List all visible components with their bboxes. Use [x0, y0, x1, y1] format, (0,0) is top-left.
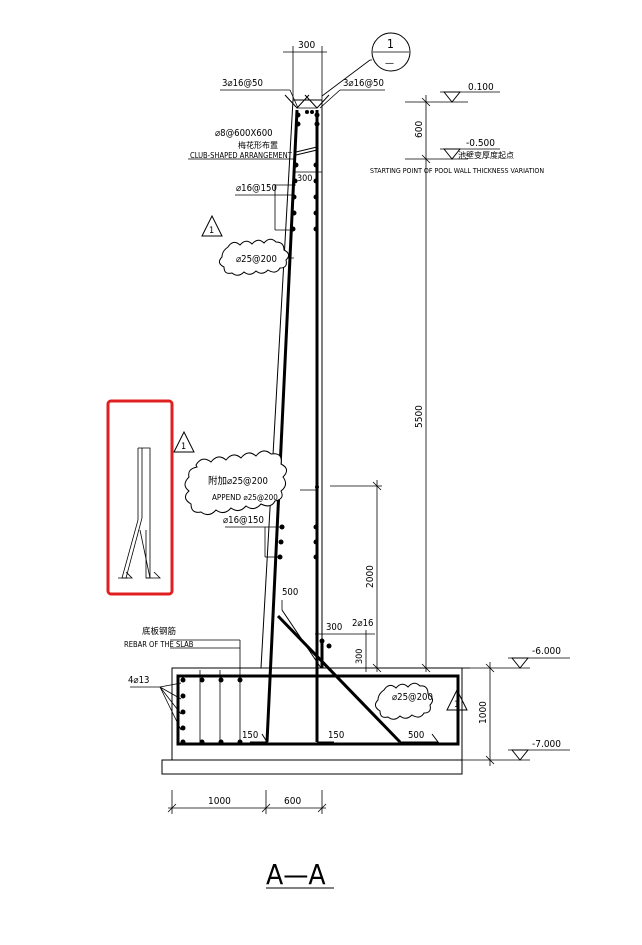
haunch-300-v: 300: [355, 649, 365, 664]
detail-number: 1: [387, 37, 394, 51]
elev-slab-top: -6.000: [532, 646, 561, 657]
slab-25-200: ⌀25@200: [392, 692, 433, 703]
rebar-wall-25: ⌀25@200: [236, 254, 277, 265]
elevation-dims: [330, 91, 570, 766]
rebar-left-top: 3⌀16@50: [222, 78, 263, 89]
slab-150-b: 150: [328, 730, 344, 741]
haunch-2-16: 2⌀16: [352, 618, 373, 629]
elev-change: -0.500: [466, 138, 495, 149]
wall-outline: [260, 99, 323, 743]
wall-rebar-dots-upper: [290, 162, 319, 232]
delta-1-a: 1: [209, 226, 214, 236]
elev-change-cn: 池壁变厚度起点: [458, 150, 514, 160]
elev-top: 0.100: [468, 82, 494, 93]
top-rebar-dots: [295, 110, 320, 127]
tie-bars: [295, 146, 318, 156]
elev-change-en: STARTING POINT OF POOL WALL THICKNESS VA…: [370, 167, 544, 175]
rebar-wall-16b: ⌀16@150: [223, 515, 264, 526]
slab-rebar-en: REBAR OF THE SLAB: [124, 640, 194, 649]
detail-sub: —: [385, 58, 394, 69]
tie-en: CLUB-SHAPED ARRANGEMENT: [190, 151, 293, 160]
tie-spec: ⌀8@600X600: [215, 128, 273, 139]
dim-5500: 5500: [414, 405, 425, 428]
revision-clouds: [184, 238, 434, 720]
slab-rebar-cn: 底板钢筋: [142, 626, 176, 637]
step-300: 300: [297, 174, 312, 184]
tie-cn: 梅花形布置: [238, 140, 278, 150]
dim-600-bottom: 600: [284, 796, 301, 807]
leader-4-13: [130, 682, 182, 731]
slab-150-a: 150: [242, 730, 258, 741]
slab-haunch-500: 500: [408, 730, 424, 741]
top-rebar-hooks: [284, 94, 330, 109]
append-cn: 附加⌀25@200: [208, 475, 268, 487]
rebar-wall-16: ⌀16@150: [236, 183, 277, 194]
bottom-dims: [167, 790, 327, 814]
highlight-inset: [106, 399, 174, 596]
haunch-300-h: 300: [326, 622, 342, 633]
rebar-right-top: 3⌀16@50: [343, 78, 384, 89]
dim-2000: 2000: [365, 565, 376, 588]
bottom-hooks: [250, 733, 439, 743]
detail-marker: [371, 32, 411, 72]
text-labels: 300 1 — 3⌀16@50 3⌀16@50 ⌀8@600X600 梅花形布置…: [124, 37, 561, 891]
delta-1-b: 1: [181, 442, 186, 452]
dim-600: 600: [414, 121, 425, 138]
dim-1000-right: 1000: [478, 701, 489, 724]
dim-1000-bottom: 1000: [208, 796, 231, 807]
slab-rebar-dots: [180, 677, 243, 745]
wall-top-width: 300: [298, 40, 315, 51]
section-title: A—A: [266, 858, 326, 891]
haunch-500: 500: [282, 587, 298, 598]
append-en: APPEND ⌀25@200: [212, 493, 278, 502]
slab-4-13: 4⌀13: [128, 675, 149, 686]
elev-slab-bottom: -7.000: [532, 739, 561, 750]
revision-deltas: [173, 214, 468, 711]
delta-1-c: 1: [454, 700, 459, 710]
